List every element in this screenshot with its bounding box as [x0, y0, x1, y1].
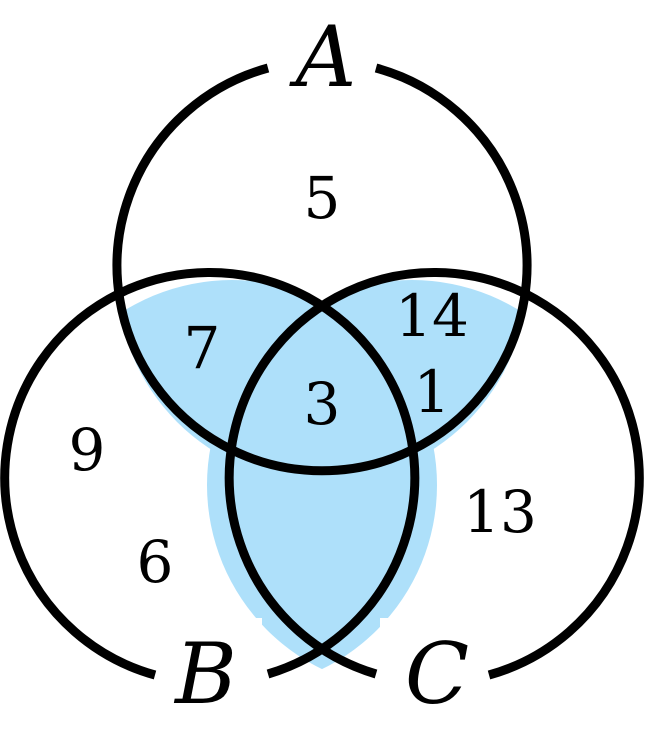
circle-b-outline [0, 267, 420, 680]
circle-a-outline [112, 63, 532, 476]
set-label-c: C [405, 625, 469, 723]
region-ac-only-first: 14 [395, 282, 469, 350]
region-ac-only-second: 1 [414, 358, 451, 426]
label-masks [150, 14, 492, 718]
region-abc: 3 [304, 370, 341, 438]
region-b-only-second: 6 [137, 528, 174, 596]
set-label-b: B [173, 625, 237, 723]
region-b-only-first: 9 [69, 416, 106, 484]
region-a-only: 5 [304, 164, 341, 232]
region-c-only: 13 [463, 478, 537, 546]
set-label-a: A [289, 8, 357, 106]
region-ab-only: 7 [184, 314, 221, 382]
circle-c-outline [224, 267, 644, 680]
